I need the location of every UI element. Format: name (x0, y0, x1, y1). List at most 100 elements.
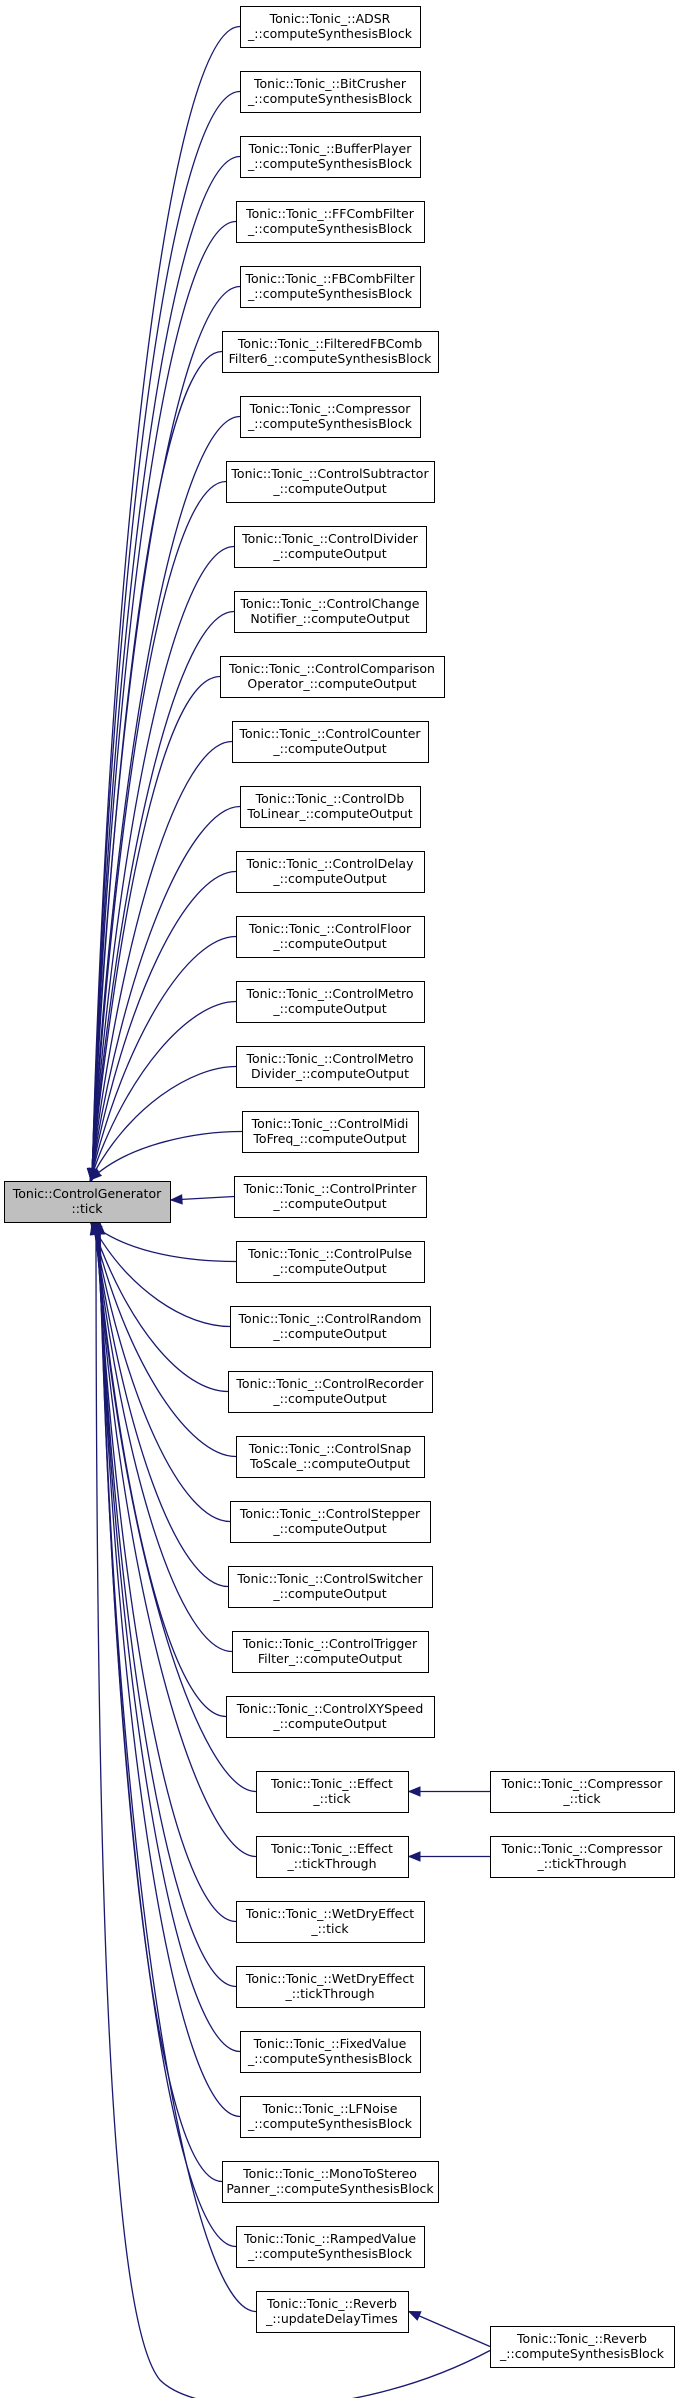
node-label-line: Tonic::Tonic_::ControlComparison (228, 661, 435, 676)
node-tonic-tonic-bufferplayer-computesynthesisblock[interactable]: Tonic::Tonic_::BufferPlayer_::computeSyn… (240, 136, 421, 178)
node-tonic-tonic-controlstepper-computeoutput[interactable]: Tonic::Tonic_::ControlStepper_::computeO… (230, 1501, 431, 1543)
node-tonic-tonic-controltrigger-filter-computeoutput[interactable]: Tonic::Tonic_::ControlTriggerFilter_::co… (232, 1631, 429, 1673)
node-tonic-tonic-controldivider-computeoutput[interactable]: Tonic::Tonic_::ControlDivider_::computeO… (234, 526, 427, 568)
edge-line (97, 1222, 241, 2053)
node-tonic-tonic-rampedvalue-computesynthesisblock[interactable]: Tonic::Tonic_::RampedValue_::computeSynt… (236, 2226, 425, 2268)
node-tonic-tonic-controlrandom-computeoutput[interactable]: Tonic::Tonic_::ControlRandom_::computeOu… (230, 1306, 431, 1348)
node-tonic-tonic-controlswitcher-computeoutput[interactable]: Tonic::Tonic_::ControlSwitcher_::compute… (228, 1566, 433, 1608)
edge-line (98, 1222, 223, 2183)
node-label-line: _::computeOutput (272, 871, 386, 886)
node-box (230, 1501, 431, 1543)
node-tonic-tonic-controlmetro-divider-computeoutput[interactable]: Tonic::Tonic_::ControlMetroDivider_::com… (236, 1046, 425, 1088)
node-tonic-tonic-ffcombfilter-computesynthesisblock[interactable]: Tonic::Tonic_::FFCombFilter_::computeSyn… (236, 201, 425, 243)
node-tonic-tonic-controlcounter-computeoutput[interactable]: Tonic::Tonic_::ControlCounter_::computeO… (232, 721, 429, 763)
node-tonic-tonic-controldelay-computeoutput[interactable]: Tonic::Tonic_::ControlDelay_::computeOut… (236, 851, 425, 893)
edge-arrowhead (89, 1168, 103, 1181)
edge-arrowhead (169, 1194, 183, 1205)
node-tonic-tonic-controlprinter-computeoutput[interactable]: Tonic::Tonic_::ControlPrinter_::computeO… (234, 1176, 427, 1218)
node-label-line: Tonic::Tonic_::ControlMidi (251, 1116, 409, 1131)
node-tonic-tonic-controlsubtractor-computeoutput[interactable]: Tonic::Tonic_::ControlSubtractor_::compu… (226, 461, 435, 503)
node-tonic-tonic-wetdryeffect-tick[interactable]: Tonic::Tonic_::WetDryEffect_::tick (236, 1901, 425, 1943)
node-tonic-tonic-controlsnap-toscale-computeoutput[interactable]: Tonic::Tonic_::ControlSnapToScale_::comp… (236, 1436, 425, 1478)
node-label-line: Tonic::Tonic_::ControlFloor (248, 921, 412, 936)
node-tonic-tonic-controlfloor-computeoutput[interactable]: Tonic::Tonic_::ControlFloor_::computeOut… (236, 916, 425, 958)
node-tonic-tonic-adsr-computesynthesisblock[interactable]: Tonic::Tonic_::ADSR_::computeSynthesisBl… (240, 6, 421, 48)
node-label-line: Filter_::computeOutput (258, 1651, 402, 1666)
node-tonic-tonic-controlmidi-tofreq-computeoutput[interactable]: Tonic::Tonic_::ControlMidiToFreq_::compu… (242, 1111, 419, 1153)
node-box (490, 1836, 675, 1878)
node-tonic-tonic-controlrecorder-computeoutput[interactable]: Tonic::Tonic_::ControlRecorder_::compute… (228, 1371, 433, 1413)
node-tonic-tonic-bitcrusher-computesynthesisblock[interactable]: Tonic::Tonic_::BitCrusher_::computeSynth… (240, 71, 421, 113)
edge-line (90, 350, 223, 1181)
edges (86, 25, 491, 2398)
node-label-line: Tonic::Tonic_::Reverb (516, 2331, 647, 2346)
node-tonic-tonic-compressor-tickthrough[interactable]: Tonic::Tonic_::Compressor_::tickThrough (490, 1836, 675, 1878)
node-tonic-tonic-controlxyspeed-computeoutput[interactable]: Tonic::Tonic_::ControlXYSpeed_::computeO… (226, 1696, 435, 1738)
edge-line (90, 1222, 231, 1328)
node-tonic-tonic-monotostereo-panner-computesynthesisblock[interactable]: Tonic::Tonic_::MonoToStereoPanner_::comp… (222, 2161, 439, 2203)
node-label-line: Tonic::Tonic_::FilteredFBComb (237, 336, 422, 351)
node-label-line: _::computeOutput (272, 936, 386, 951)
edge-n7-to-root (86, 415, 241, 1182)
edge-n23-to-root (89, 1221, 237, 1458)
node-box (240, 266, 421, 308)
node-tonic-tonic-controlcomparison-operator-computeoutput[interactable]: Tonic::Tonic_::ControlComparisonOperator… (220, 656, 445, 698)
node-label-line: _::computeOutput (272, 1716, 386, 1731)
node-box (240, 71, 421, 113)
edge-line (91, 1222, 229, 1393)
node-box (232, 1631, 429, 1673)
node-tonic-tonic-filteredfbcomb-filter6-computesynthesisblock[interactable]: Tonic::Tonic_::FilteredFBCombFilter6_::c… (222, 331, 439, 373)
edge-line (90, 545, 235, 1181)
node-tonic-tonic-controldb-tolinear-computeoutput[interactable]: Tonic::Tonic_::ControlDbToLinear_::compu… (240, 786, 421, 828)
node-tonic-tonic-lfnoise-computesynthesisblock[interactable]: Tonic::Tonic_::LFNoise_::computeSynthesi… (240, 2096, 421, 2138)
node-box (228, 1371, 433, 1413)
node-box (242, 1111, 419, 1153)
node-tonic-tonic-controlchange-notifier-computeoutput[interactable]: Tonic::Tonic_::ControlChangeNotifier_::c… (234, 591, 427, 633)
edge-line (90, 675, 221, 1181)
node-label-line: _::tickThrough (286, 1856, 376, 1871)
node-tonic-tonic-compressor-computesynthesisblock[interactable]: Tonic::Tonic_::Compressor_::computeSynth… (240, 396, 421, 438)
node-label-line: _::tick (310, 1921, 349, 1936)
node-tonic-tonic-effect-tick[interactable]: Tonic::Tonic_::Effect_::tick (256, 1771, 409, 1813)
node-box (234, 591, 427, 633)
node-label-line: _::tickThrough (284, 1986, 374, 2001)
node-label-line: Tonic::ControlGenerator (12, 1186, 162, 1201)
node-label-line: Tonic::Tonic_::ControlChange (240, 596, 420, 611)
node-label-line: ToLinear_::computeOutput (246, 806, 412, 821)
node-tonic-tonic-wetdryeffect-tickthrough[interactable]: Tonic::Tonic_::WetDryEffect_::tickThroug… (236, 1966, 425, 2008)
node-box (226, 1696, 435, 1738)
root-node[interactable]: Tonic::ControlGenerator::tick (4, 1181, 171, 1223)
node-tonic-tonic-effect-tickthrough[interactable]: Tonic::Tonic_::Effect_::tickThrough (256, 1836, 409, 1878)
node-label-line: _::computeSynthesisBlock (247, 286, 413, 301)
node-label-line: Tonic::Tonic_::FFCombFilter (245, 206, 415, 221)
edge-arrowhead (407, 1851, 421, 1862)
edge-line (91, 155, 241, 1181)
node-tonic-tonic-controlmetro-computeoutput[interactable]: Tonic::Tonic_::ControlMetro_::computeOut… (236, 981, 425, 1023)
edge-n34-to-root (93, 1221, 223, 2183)
node-label-line: Tonic::Tonic_::WetDryEffect (245, 1906, 414, 1921)
node-label-line: Tonic::Tonic_::FixedValue (253, 2036, 407, 2051)
edge-line (92, 1222, 231, 1523)
node-tonic-tonic-reverb-computesynthesisblock[interactable]: Tonic::Tonic_::Reverb_::computeSynthesis… (490, 2326, 675, 2368)
node-label-line: Operator_::computeOutput (247, 676, 416, 691)
node-box (256, 1771, 409, 1813)
node-tonic-tonic-compressor-tick[interactable]: Tonic::Tonic_::Compressor_::tick (490, 1771, 675, 1813)
node-label-line: Tonic::Tonic_::FBCombFilter (245, 271, 416, 286)
node-box (228, 1566, 433, 1608)
edge-line (97, 1222, 241, 2118)
node-label-line: Tonic::Tonic_::Compressor (501, 1841, 664, 1856)
node-label-line: _::tick (562, 1791, 601, 1806)
edge-n22-to-root (90, 1221, 229, 1393)
node-tonic-tonic-controlpulse-computeoutput[interactable]: Tonic::Tonic_::ControlPulse_::computeOut… (236, 1241, 425, 1283)
node-tonic-tonic-fixedvalue-computesynthesisblock[interactable]: Tonic::Tonic_::FixedValue_::computeSynth… (240, 2031, 421, 2073)
edge-r2-to-n29 (407, 1851, 490, 1862)
edge-line (99, 1222, 257, 2313)
edge-line (90, 1222, 237, 1263)
node-tonic-tonic-fbcombfilter-computesynthesisblock[interactable]: Tonic::Tonic_::FBCombFilter_::computeSyn… (240, 266, 421, 308)
edge-r3-to-root (90, 1221, 491, 2398)
node-box (236, 916, 425, 958)
node-label-line: Tonic::Tonic_::ADSR (269, 11, 391, 26)
node-tonic-tonic-reverb-updatedelaytimes[interactable]: Tonic::Tonic_::Reverb_::updateDelayTimes (256, 2291, 409, 2333)
node-label-line: _::computeSynthesisBlock (247, 156, 413, 171)
